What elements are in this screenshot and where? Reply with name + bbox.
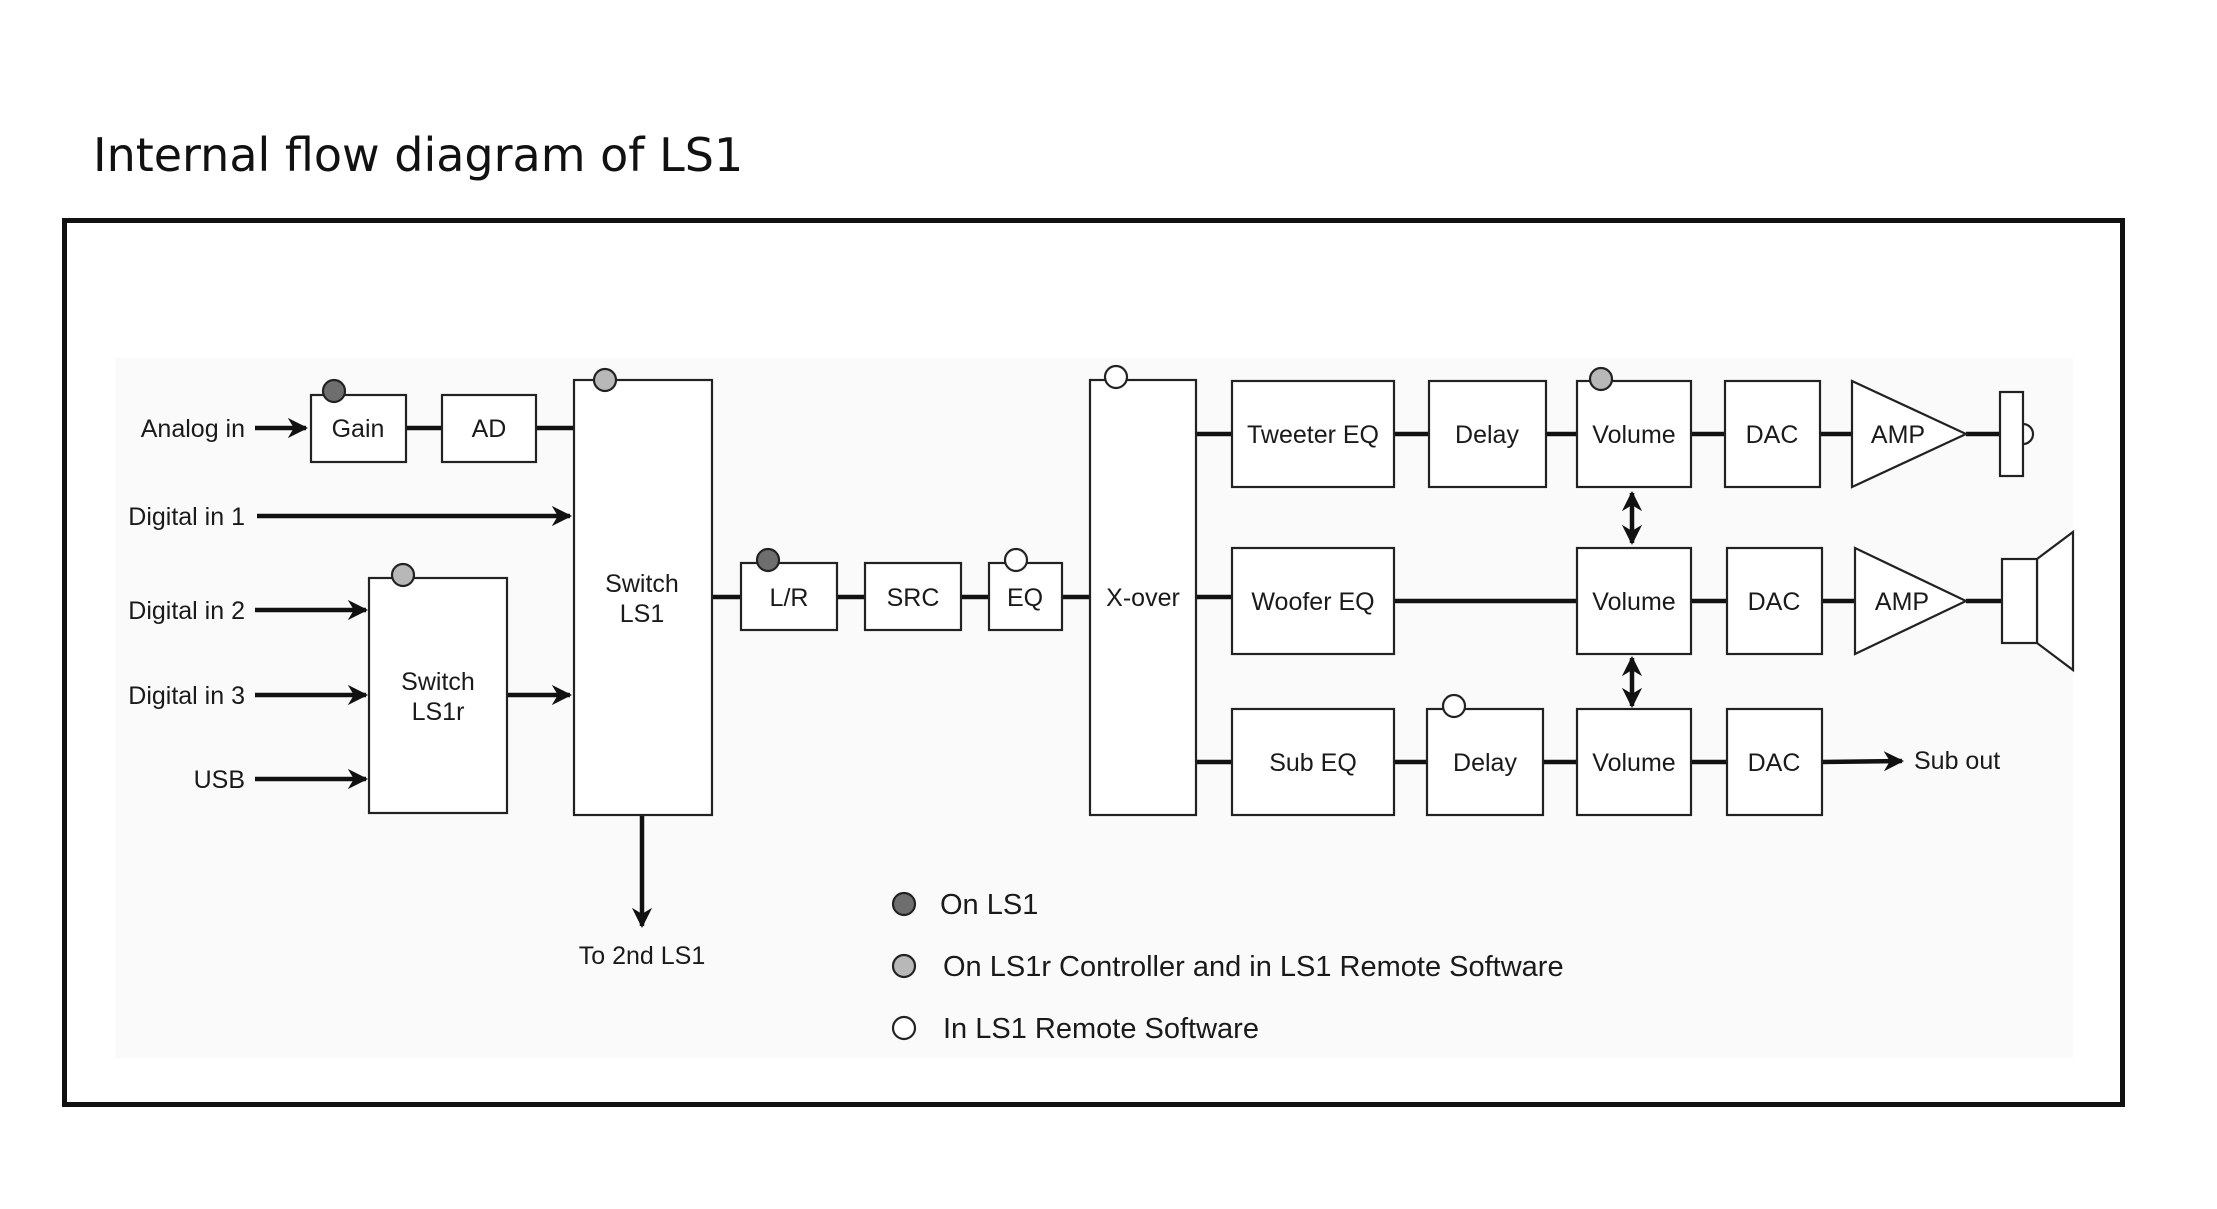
sub-eq-label: Sub EQ	[1269, 749, 1357, 777]
lr-marker	[755, 547, 781, 573]
switch-ls1r-marker	[390, 562, 416, 588]
tweeter-volume-block: Volume	[1575, 379, 1693, 489]
gain-marker	[321, 378, 347, 404]
woofer-volume-label: Volume	[1592, 588, 1675, 616]
tweeter-amp-label: AMP	[1871, 421, 1925, 449]
sub-delay-label: Delay	[1453, 749, 1517, 777]
tweeter-volume-label: Volume	[1592, 421, 1675, 449]
legend-label-controller: On LS1r Controller and in LS1 Remote Sof…	[943, 951, 1564, 983]
switch-ls1-label-line1: Switch	[605, 570, 679, 598]
sub-out-label: Sub out	[1914, 747, 2000, 775]
ad-block: AD	[440, 393, 538, 464]
woofer-amp-label: AMP	[1875, 588, 1929, 616]
tweeter-eq-block: Tweeter EQ	[1230, 379, 1396, 489]
woofer-dac-label: DAC	[1748, 588, 1801, 616]
legend-label-on-ls1: On LS1	[940, 889, 1038, 921]
woofer-speaker-icon	[2000, 529, 2075, 673]
tweeter-volume-marker	[1588, 366, 1614, 392]
tweeter-delay-block: Delay	[1427, 379, 1548, 489]
tweeter-amp-block: AMP	[1850, 379, 1969, 489]
sub-dac-block: DAC	[1725, 707, 1824, 817]
switch-ls1r-label-line2: LS1r	[412, 698, 465, 726]
xover-block: X-over	[1088, 378, 1198, 817]
sub-dac-label: DAC	[1748, 749, 1801, 777]
tweeter-dac-block: DAC	[1723, 379, 1822, 489]
woofer-dac-block: DAC	[1725, 546, 1824, 656]
switch-ls1-label-line2: LS1	[620, 600, 664, 628]
sub-eq-block: Sub EQ	[1230, 707, 1396, 817]
legend-light-marker	[891, 953, 917, 979]
src-label: SRC	[887, 584, 940, 612]
input-usb-label: USB	[194, 766, 245, 794]
tweeter-delay-label: Delay	[1455, 421, 1519, 449]
input-digital3-label: Digital in 3	[128, 682, 245, 710]
switch-ls1-block: Switch LS1	[572, 378, 714, 817]
input-digital1-label: Digital in 1	[128, 503, 245, 531]
legend-open-marker	[891, 1015, 917, 1041]
sub-delay-block: Delay	[1425, 707, 1545, 817]
woofer-amp-block: AMP	[1853, 546, 1969, 656]
gain-label: Gain	[332, 415, 385, 443]
lr-block: L/R	[739, 561, 839, 632]
gain-block: Gain	[309, 393, 408, 464]
xover-marker	[1103, 364, 1129, 390]
input-analog-label: Analog in	[141, 415, 245, 443]
legend: On LS1 On LS1r Controller and in LS1 Rem…	[891, 889, 1564, 1045]
input-digital2-label: Digital in 2	[128, 597, 245, 625]
switch-ls1-marker	[592, 367, 618, 393]
tweeter-speaker-icon	[1998, 390, 2035, 478]
eq-block: EQ	[987, 561, 1064, 632]
switch-ls1r-block: Switch LS1r	[367, 576, 509, 815]
woofer-volume-block: Volume	[1575, 546, 1693, 656]
control-markers	[321, 364, 1614, 719]
eq-label: EQ	[1007, 584, 1043, 612]
src-block: SRC	[863, 561, 963, 632]
sub-delay-marker	[1441, 693, 1467, 719]
page-title: Internal flow diagram of LS1	[93, 128, 744, 182]
switch-ls1r-label-line1: Switch	[401, 668, 475, 696]
sub-volume-block: Volume	[1575, 707, 1693, 817]
woofer-eq-block: Woofer EQ	[1230, 546, 1396, 656]
eq-marker	[1003, 547, 1029, 573]
lr-label: L/R	[770, 584, 809, 612]
sub-volume-label: Volume	[1592, 749, 1675, 777]
ad-label: AD	[472, 415, 507, 443]
tweeter-eq-label: Tweeter EQ	[1247, 421, 1379, 449]
xover-label: X-over	[1106, 584, 1180, 612]
tweeter-dac-label: DAC	[1746, 421, 1799, 449]
legend-dark-marker	[891, 891, 917, 917]
signal-wires	[255, 417, 2002, 929]
woofer-eq-label: Woofer EQ	[1251, 588, 1374, 616]
legend-label-remote: In LS1 Remote Software	[943, 1013, 1259, 1045]
to-second-ls1-label: To 2nd LS1	[579, 942, 706, 970]
